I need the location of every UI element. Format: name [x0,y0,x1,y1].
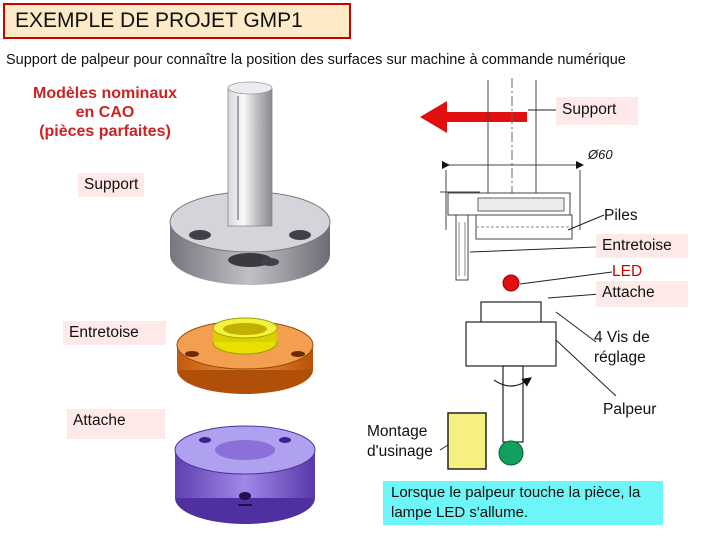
montage-label: Montage d'usinage [367,422,433,462]
montage-label-line-1: Montage [367,423,428,440]
vis-reglage-label: 4 Vis de réglage [594,328,650,368]
diameter-label: Ø60 [588,147,613,162]
leader-lines [439,109,617,451]
entretoise-part-image [176,317,314,394]
left-attache-label: Attache [67,409,165,439]
page-title: EXEMPLE DE PROJET GMP1 [3,3,351,39]
led-image [502,274,520,292]
led-label: LED [612,263,643,280]
right-attache-label: Attache [596,281,688,307]
cad-label-line-2: en CAO [75,104,135,121]
palpeur-label: Palpeur [603,401,657,418]
left-entretoise-label: Entretoise [63,321,166,345]
montage-label-line-2: d'usinage [367,443,433,460]
montage-block [447,412,487,470]
direction-arrow [420,101,527,133]
cad-label-line-1: Modèles nominaux [32,85,178,102]
left-support-label: Support [78,173,145,197]
right-support-label: Support [556,97,638,125]
vis-label-line-1: 4 Vis de [594,329,650,346]
page-subtitle: Support de palpeur pour connaître la pos… [6,52,626,68]
vis-label-line-2: réglage [594,349,646,366]
attache-part-image [174,425,316,524]
support-part-image [169,81,331,285]
right-entretoise-label: Entretoise [596,234,688,258]
cad-label-line-3: (pièces parfaites) [39,123,171,140]
piles-label: Piles [604,207,638,224]
support-schematic [440,78,584,281]
probe-ball [498,440,524,466]
cad-models-label: Modèles nominaux en CAO (pièces parfaite… [10,84,200,141]
probe-body [465,301,557,443]
led-note: Lorsque le palpeur touche la pièce, la l… [383,481,663,525]
